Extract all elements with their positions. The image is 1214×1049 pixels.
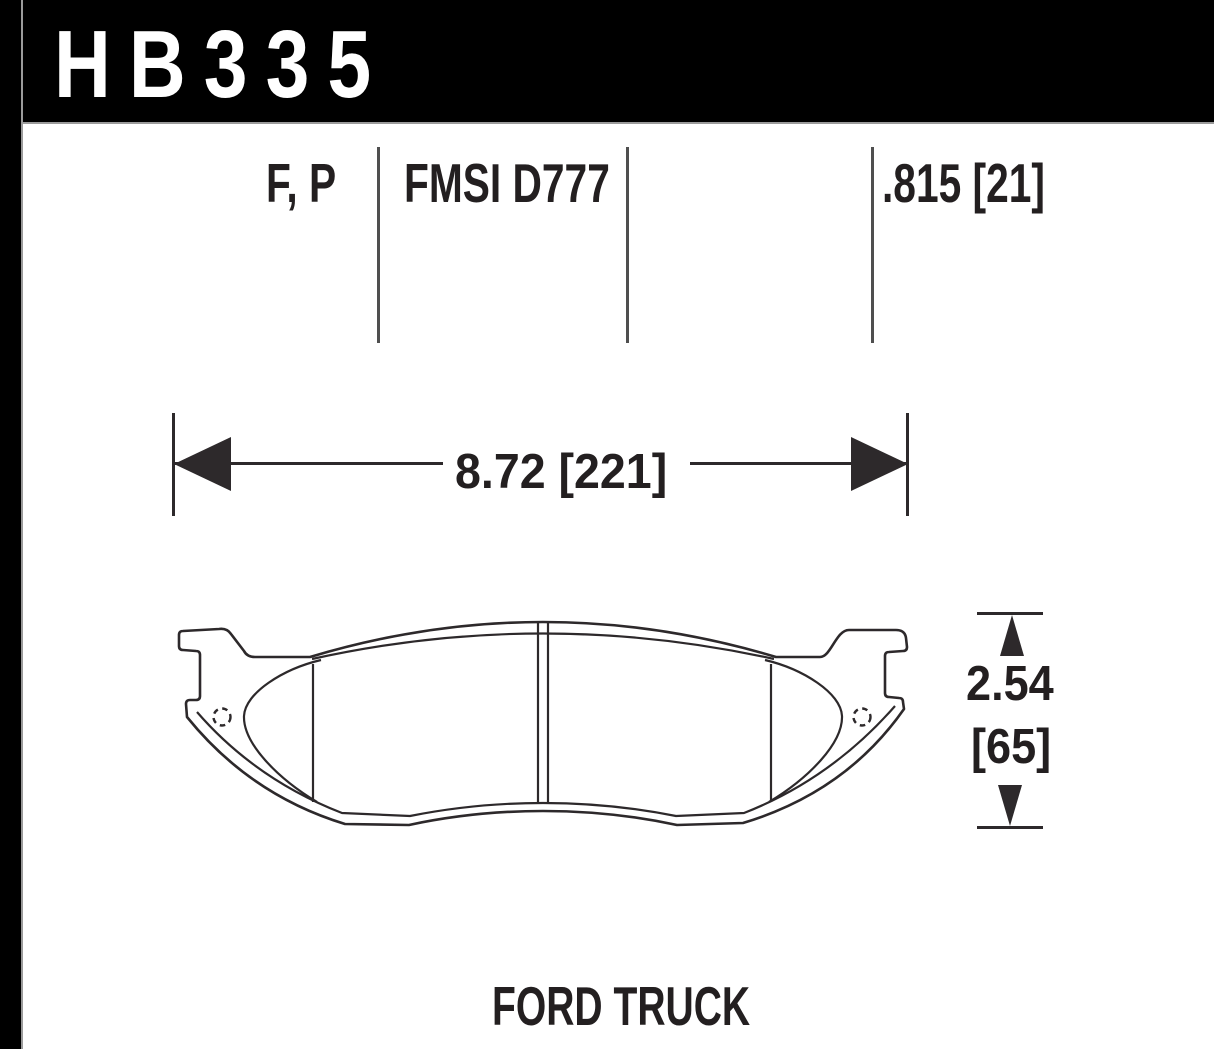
divider-line-2: [626, 147, 629, 343]
friction-top-edge: [311, 632, 775, 661]
fmsi-number: FMSI D777: [404, 152, 610, 214]
header-underline: [21, 122, 1214, 124]
brake-pad-drawing: [177, 620, 909, 827]
height-dim-arrow-up-icon: [1000, 615, 1024, 656]
divider-line-3: [871, 147, 874, 343]
center-slot: [536, 623, 550, 802]
compound-codes: F, P: [266, 152, 337, 214]
height-dim-value: 2.54: [966, 657, 1054, 711]
friction-end-left: [242, 658, 322, 803]
pad-thickness: .815 [21]: [882, 152, 1045, 214]
rivet-hole-left: [212, 707, 232, 727]
header-bar: [0, 0, 1214, 122]
part-number: HB335: [54, 10, 463, 120]
height-dim-extension-bottom: [977, 826, 1043, 829]
width-dim-arrow-right-icon: [851, 437, 908, 491]
width-dim-arrow-left-icon: [174, 437, 231, 491]
left-border-edge: [21, 0, 23, 1049]
part-number-text: HB335: [54, 11, 390, 118]
backplate-outline: [177, 620, 909, 827]
width-dim-extension-left: [172, 413, 175, 516]
rivet-hole-right: [852, 707, 872, 727]
width-dim-label: 8.72 [221]: [443, 434, 691, 510]
left-border-strip: [0, 0, 21, 1049]
height-dim-extension-top: [977, 612, 1043, 615]
height-dim-arrow-down-icon: [998, 785, 1022, 826]
divider-line-1: [377, 147, 380, 343]
friction-end-right: [764, 658, 844, 803]
height-dim-mm: [65]: [971, 720, 1052, 774]
friction-bottom-edge: [196, 705, 896, 818]
application-name: FORD TRUCK: [492, 975, 751, 1037]
